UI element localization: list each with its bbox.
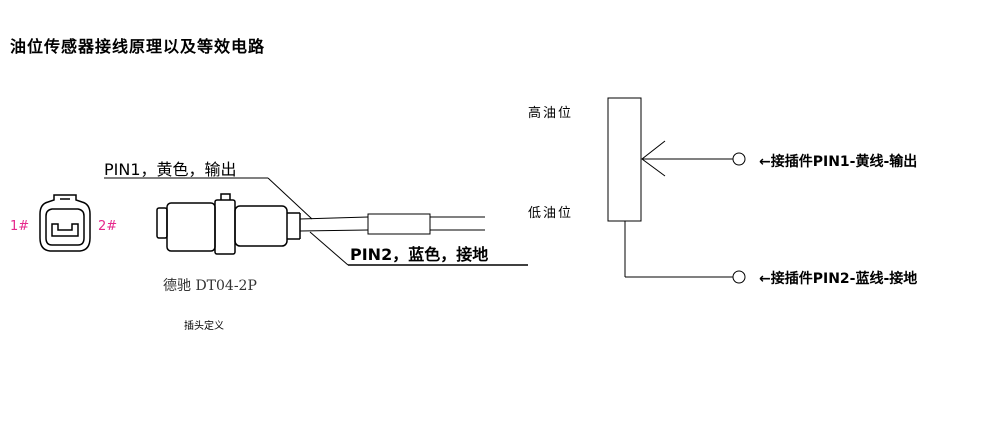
connector-caption: 插头定义	[184, 321, 224, 332]
sensor-resistor	[607, 97, 733, 278]
terminal1-label: ←接插件PIN1-黄线-输出	[759, 154, 918, 170]
terminal1-icon	[732, 152, 746, 166]
pin2-label: PIN2，蓝色，接地	[350, 245, 489, 264]
pin1-label: PIN1，黄色，输出	[104, 160, 237, 179]
connector-model: 德驰 DT04-2P	[163, 278, 257, 294]
high-level-label: 高油位	[528, 106, 574, 121]
connector-side-icon	[156, 193, 301, 255]
page-title: 油位传感器接线原理以及等效电路	[10, 37, 266, 56]
low-level-label: 低油位	[528, 206, 574, 221]
pin2-hash-label: 2#	[98, 219, 118, 234]
terminal2-label: ←接插件PIN2-蓝线-接地	[759, 271, 918, 287]
pin1-hash-label: 1#	[10, 219, 30, 234]
connector-face-icon	[39, 194, 91, 252]
terminal2-icon	[732, 270, 746, 284]
leader-lines	[104, 177, 528, 266]
wire-harness	[299, 213, 485, 235]
